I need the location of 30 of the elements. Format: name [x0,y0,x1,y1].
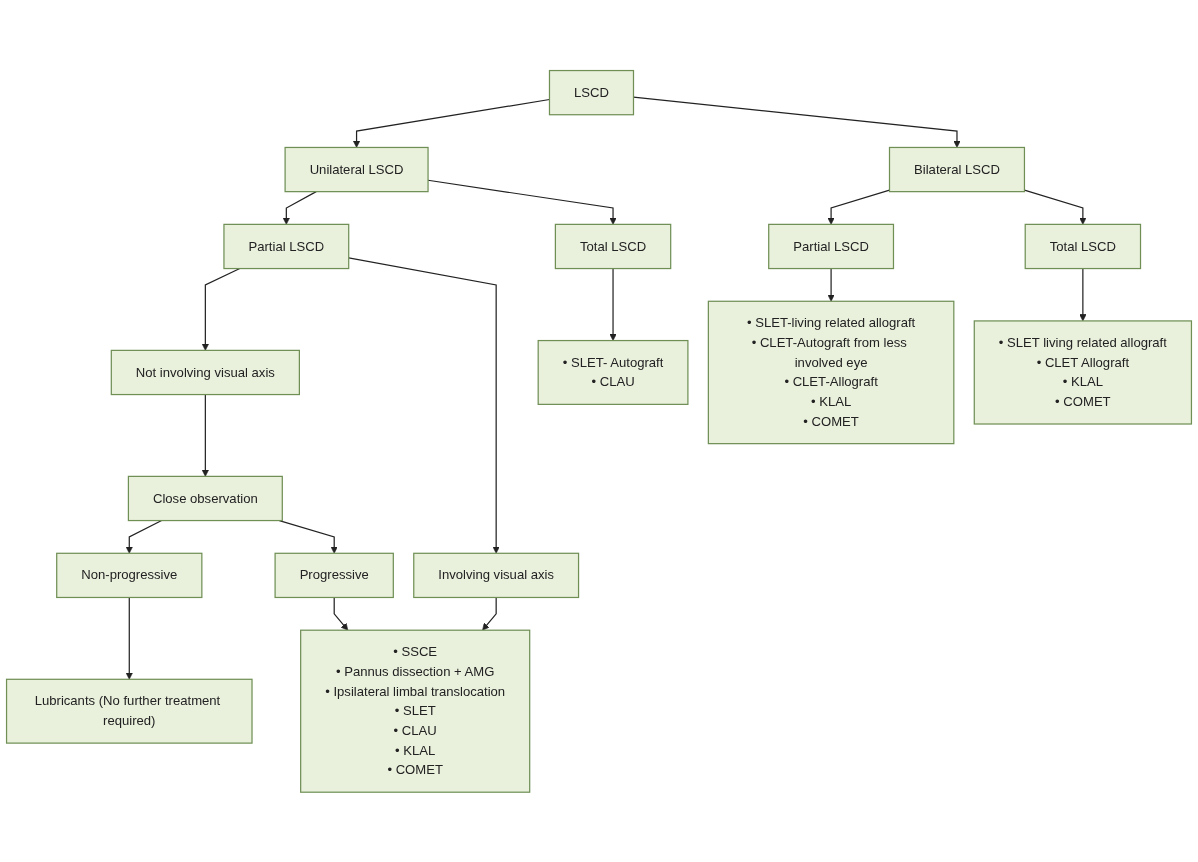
arrow [348,256,500,554]
arrow [827,267,835,302]
node-box: Non-progressive [56,552,203,598]
arrow [201,267,241,351]
arrow [482,596,497,631]
node-box: Bilateral LSCD [888,146,1026,192]
node-box: Lubricants (No further treatment required) [5,678,253,744]
node-box: LSCD [548,69,635,115]
node-box: • SSCE • Pannus dissection + AMG • Ipsilateral limbal translocation • SLET • CLAU • KLAL • COMET [300,629,531,793]
node-box: Progressive [274,552,394,598]
arrow [1023,189,1087,225]
node-box: Close observation [127,475,283,521]
arrow [609,267,617,341]
node-box: • SLET-living related allograft • CLET-Autograft from less involved eye • CLET-Allograft • KLAL • COMET [707,300,955,444]
arrow [125,596,133,680]
node-box: Total LSCD [1024,223,1142,269]
node-box: Total LSCD [554,223,672,269]
arrow [282,190,317,225]
arrow [1079,267,1087,321]
arrow [333,596,349,631]
node-box: Not involving visual axis [110,349,300,395]
node-box: Unilateral LSCD [284,146,429,192]
node-box: • SLET- Autograft • CLAU [537,339,689,405]
arrow [125,519,163,554]
node-box: Partial LSCD [768,223,895,269]
node-box: • SLET living related allograft • CLET Allograft • KLAL • COMET [973,319,1193,425]
arrow [827,189,891,225]
arrow [201,393,209,477]
node-box: Partial LSCD [223,223,350,269]
node-box: Involving visual axis [413,552,580,598]
